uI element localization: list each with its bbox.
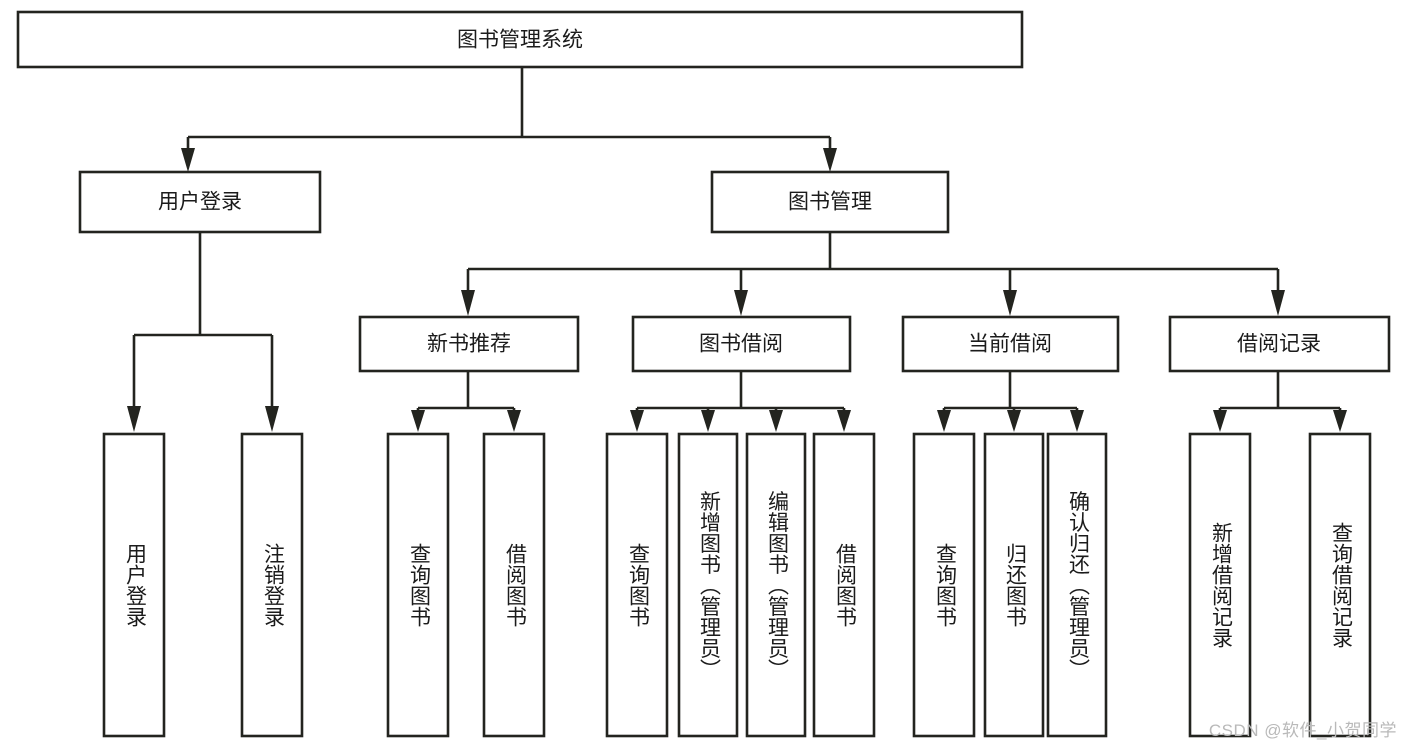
node-current-borrow-box[interactable] xyxy=(901,315,1120,373)
node-leaf-edit-book[interactable]: 编辑图书（管理员） xyxy=(745,432,807,738)
node-leaf-edit-book-label: 编辑图书（管理员） xyxy=(765,491,789,680)
node-leaf-query-book-3-box[interactable] xyxy=(912,432,976,738)
node-leaf-borrow-book-1-label: 借阅图书 xyxy=(503,543,527,627)
connector-group-root xyxy=(181,67,837,172)
node-leaf-add-record-box[interactable] xyxy=(1188,432,1252,738)
node-leaf-query-book-2[interactable]: 查询图书 xyxy=(605,432,669,738)
node-book-borrow-label: 图书借阅 xyxy=(699,333,783,356)
connector-group-currentborrow xyxy=(937,371,1084,432)
connector-group-bookmanage xyxy=(461,232,1285,316)
arrow-root-to-userlogin xyxy=(181,148,195,172)
node-current-borrow-label: 当前借阅 xyxy=(968,333,1052,356)
node-borrow-record-box[interactable] xyxy=(1168,315,1391,373)
node-user-login-label: 用户登录 xyxy=(158,191,242,214)
connector-group-newbookrec xyxy=(411,371,521,432)
node-leaf-borrow-book-2[interactable]: 借阅图书 xyxy=(812,432,876,738)
node-leaf-query-book-2-label: 查询图书 xyxy=(626,543,650,627)
node-leaf-logout-box[interactable] xyxy=(240,432,304,738)
node-leaf-add-book-label: 新增图书（管理员） xyxy=(697,491,721,680)
arrow-to-leaf-confirm-return xyxy=(1070,410,1084,432)
node-leaf-query-book-3-label: 查询图书 xyxy=(933,543,957,627)
node-leaf-confirm-return-box[interactable] xyxy=(1046,432,1108,738)
node-borrow-record-label: 借阅记录 xyxy=(1237,333,1321,356)
node-leaf-logout-label: 注销登录 xyxy=(261,543,285,627)
node-leaf-user-login-box[interactable] xyxy=(102,432,166,738)
node-leaf-query-record-label: 查询借阅记录 xyxy=(1329,522,1353,648)
node-user-login-box[interactable] xyxy=(78,170,322,234)
node-leaf-add-record-label: 新增借阅记录 xyxy=(1209,522,1233,648)
node-book-manage[interactable]: 图书管理 xyxy=(710,170,950,234)
node-new-book-rec-label: 新书推荐 xyxy=(427,333,511,356)
arrow-to-leaf-borrow-book-2 xyxy=(837,410,851,432)
arrow-root-to-bookmanage xyxy=(823,148,837,172)
arrow-to-leaf-add-book xyxy=(701,410,715,432)
arrow-to-leaf-borrow-book-1 xyxy=(507,410,521,432)
arrow-to-borrow-record xyxy=(1271,290,1285,316)
node-new-book-rec[interactable]: 新书推荐 xyxy=(358,315,580,373)
node-leaf-query-record-box[interactable] xyxy=(1308,432,1372,738)
arrow-to-new-book-rec xyxy=(461,290,475,316)
node-leaf-return-book[interactable]: 归还图书 xyxy=(983,432,1045,738)
arrow-to-leaf-edit-book xyxy=(769,410,783,432)
node-book-borrow-box[interactable] xyxy=(631,315,852,373)
node-leaf-query-book-1[interactable]: 查询图书 xyxy=(386,432,450,738)
node-leaf-logout[interactable]: 注销登录 xyxy=(240,432,304,738)
node-book-manage-label: 图书管理 xyxy=(788,191,872,214)
connector-group-bookborrow xyxy=(630,371,851,432)
node-root[interactable]: 图书管理系统 xyxy=(16,10,1024,69)
node-borrow-record[interactable]: 借阅记录 xyxy=(1168,315,1391,373)
arrow-to-leaf-add-record xyxy=(1213,410,1227,432)
node-leaf-query-book-1-box[interactable] xyxy=(386,432,450,738)
node-book-manage-box[interactable] xyxy=(710,170,950,234)
node-leaf-borrow-book-1-box[interactable] xyxy=(482,432,546,738)
arrow-to-leaf-query-book-3 xyxy=(937,410,951,432)
node-book-borrow[interactable]: 图书借阅 xyxy=(631,315,852,373)
node-leaf-confirm-return[interactable]: 确认归还（管理员） xyxy=(1046,432,1108,738)
node-leaf-query-book-2-box[interactable] xyxy=(605,432,669,738)
node-leaf-user-login-label: 用户登录 xyxy=(123,543,147,627)
node-leaf-query-book-3[interactable]: 查询图书 xyxy=(912,432,976,738)
arrow-to-leaf-logout xyxy=(265,406,279,432)
node-leaf-borrow-book-1[interactable]: 借阅图书 xyxy=(482,432,546,738)
node-leaf-add-record[interactable]: 新增借阅记录 xyxy=(1188,432,1252,738)
node-leaf-add-book[interactable]: 新增图书（管理员） xyxy=(677,432,739,738)
connector-group-borrowrecord xyxy=(1213,371,1347,432)
arrow-to-leaf-query-book-1 xyxy=(411,410,425,432)
node-leaf-borrow-book-2-label: 借阅图书 xyxy=(833,543,857,627)
arrow-to-leaf-query-book-2 xyxy=(630,410,644,432)
node-leaf-confirm-return-label: 确认归还（管理员） xyxy=(1066,491,1090,680)
node-leaf-query-record[interactable]: 查询借阅记录 xyxy=(1308,432,1372,738)
arrow-to-leaf-return-book xyxy=(1007,410,1021,432)
node-current-borrow[interactable]: 当前借阅 xyxy=(901,315,1120,373)
connector-group-userlogin xyxy=(127,232,279,432)
arrow-to-leaf-user-login xyxy=(127,406,141,432)
node-leaf-borrow-book-2-box[interactable] xyxy=(812,432,876,738)
arrow-to-book-borrow xyxy=(734,290,748,316)
node-leaf-return-book-box[interactable] xyxy=(983,432,1045,738)
node-leaf-add-book-box[interactable] xyxy=(677,432,739,738)
node-leaf-edit-book-box[interactable] xyxy=(745,432,807,738)
node-new-book-rec-box[interactable] xyxy=(358,315,580,373)
node-leaf-user-login[interactable]: 用户登录 xyxy=(102,432,166,738)
node-root-label: 图书管理系统 xyxy=(457,29,583,52)
node-leaf-query-book-1-label: 查询图书 xyxy=(407,543,431,627)
node-user-login[interactable]: 用户登录 xyxy=(78,170,322,234)
node-leaf-return-book-label: 归还图书 xyxy=(1003,543,1027,627)
node-root-box[interactable] xyxy=(16,10,1024,69)
arrow-to-current-borrow xyxy=(1003,290,1017,316)
arrow-to-leaf-query-record xyxy=(1333,410,1347,432)
